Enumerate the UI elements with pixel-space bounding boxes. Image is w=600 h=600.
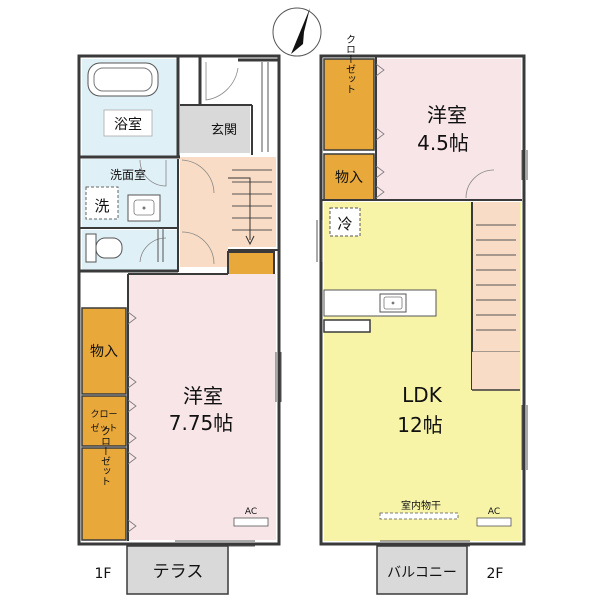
stairs-2f <box>472 202 520 352</box>
ac-2f-label: AC <box>488 507 500 517</box>
western-2f-size: 4.5帖 <box>417 131 469 155</box>
ldk-size: 12帖 <box>397 413 442 437</box>
washroom-label: 洗面室 <box>110 167 146 182</box>
closet-small-line2: ゼット <box>90 422 117 434</box>
storage-left <box>81 307 127 395</box>
closet-2f-label: クローゼット <box>344 34 356 94</box>
balcony-label: バルコニー <box>387 565 457 581</box>
ldk-name: LDK <box>402 383 443 407</box>
western-room-2f <box>376 59 521 200</box>
stair-treads-1f <box>232 169 272 231</box>
hallway <box>180 157 228 267</box>
storage-left-label: 物入 <box>90 344 118 360</box>
western-room-1f <box>128 274 276 540</box>
stairs-1f <box>228 157 276 247</box>
western-1f-name: 洋室 <box>183 384 223 408</box>
entrance-door-swing <box>205 62 239 101</box>
fridge-space <box>329 207 361 237</box>
storage-2f-label: 物入 <box>335 170 363 186</box>
floor-2: クローゼット 物入 洋室 4.5帖 冷 <box>316 34 528 595</box>
balcony <box>376 545 468 595</box>
closet-2f <box>323 58 375 151</box>
western-1f-size: 7.75帖 <box>169 411 234 435</box>
bath-label: 浴室 <box>114 116 142 133</box>
entrance-label: 玄関 <box>211 123 237 138</box>
drying-label: 室内物干 <box>401 499 441 512</box>
ac-1f <box>233 517 269 527</box>
toilet-icon <box>95 237 123 259</box>
ac-1f-label: AC <box>245 507 257 517</box>
bathtub-icon <box>87 62 159 97</box>
closet-small-line1: クロー <box>90 409 117 420</box>
north-arrow-icon <box>272 7 322 57</box>
floor-1: 浴室 玄関 洗面室 洗 <box>77 54 282 595</box>
kitchen-cabinet <box>323 319 371 333</box>
closet-tall-label: クローゼット <box>99 426 111 486</box>
stair-treads-2f <box>476 224 516 331</box>
terrace <box>126 545 229 595</box>
toilet-tank <box>85 233 97 263</box>
entrance-floor <box>180 105 250 153</box>
washer-space <box>85 186 119 220</box>
washer-label: 洗 <box>94 197 109 215</box>
stair-arrow-1f <box>228 177 251 240</box>
terrace-label: テラス <box>153 562 204 582</box>
floor1-label: 1F <box>95 566 112 582</box>
ac-2f <box>476 517 512 527</box>
floor2-label: 2F <box>487 566 504 582</box>
fridge-label: 冷 <box>337 215 352 233</box>
closet-small <box>81 395 127 447</box>
drying-rail <box>379 512 459 520</box>
western-2f-name: 洋室 <box>427 103 467 127</box>
closet-tall <box>81 447 127 541</box>
